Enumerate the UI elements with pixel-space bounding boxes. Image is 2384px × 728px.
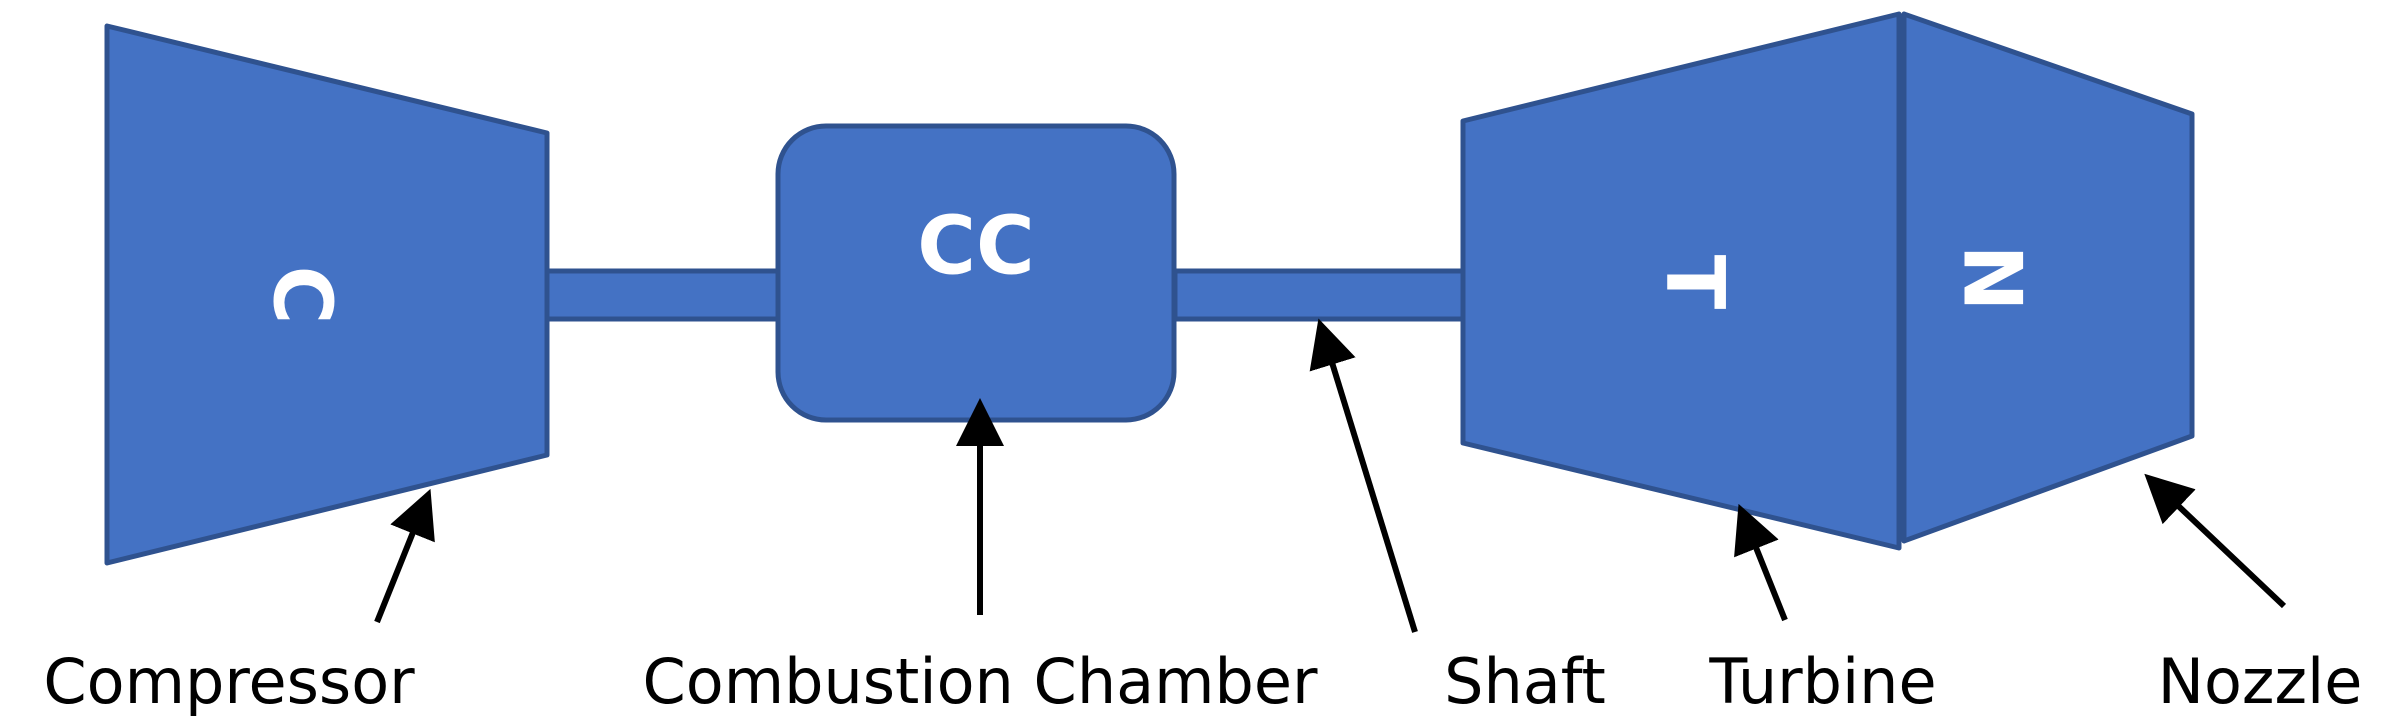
turbine-pointer-arrow — [1734, 503, 1788, 622]
turbine-shape — [1460, 11, 1902, 551]
shaft-pointer-arrow — [1309, 318, 1418, 633]
turbine-letter: T — [1649, 255, 1742, 310]
turbine-label: Turbine — [1708, 645, 1936, 718]
compressor-letter: C — [256, 266, 349, 325]
nozzle-shape — [1901, 11, 2195, 544]
combustion-chamber-label: Combustion Chamber — [642, 645, 1318, 718]
shaft-label: Shaft — [1444, 645, 1606, 718]
shaft-right-segment — [1172, 268, 1468, 322]
compressor-label: Compressor — [43, 645, 415, 718]
compressor-shape — [104, 23, 550, 566]
nozzle-letter: N — [1946, 245, 2039, 312]
compressor-pointer-arrow — [374, 488, 435, 624]
combustion-chamber-letter: CC — [917, 200, 1034, 293]
nozzle-label: Nozzle — [2158, 645, 2363, 718]
nozzle-pointer-arrow — [2144, 473, 2287, 609]
shaft-left-segment — [542, 268, 783, 322]
